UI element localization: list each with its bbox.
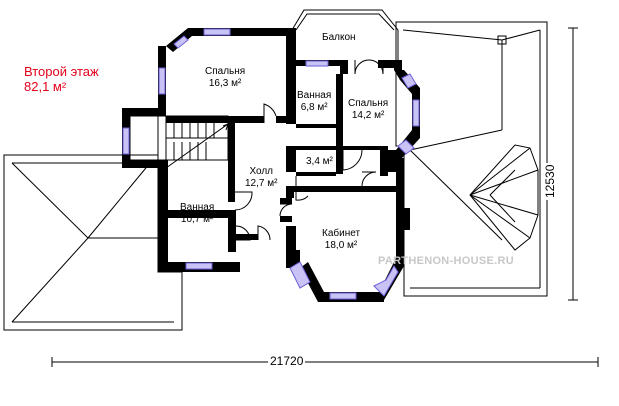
room-study-label: Кабинет 18,0 м² (322, 228, 360, 252)
room-closet-area: 3,4 м² (306, 156, 333, 167)
room-bedroom2-name: Спальня (348, 98, 389, 109)
left-roof (3, 154, 183, 331)
floor-title: Второй этаж (24, 64, 99, 79)
room-bedroom2-area: 14,2 м² (351, 110, 385, 121)
room-bath1-name: Ванная (297, 90, 332, 101)
room-bedroom1-area: 16,3 м² (208, 78, 242, 89)
right-roof (395, 21, 548, 297)
room-bath2-name: Ванная (180, 202, 215, 213)
room-hall-area: 12,7 м² (245, 178, 278, 189)
floor-title-block: Второй этаж 82,1 м² (24, 64, 99, 94)
room-balcony-label: Балкон (322, 32, 356, 43)
dimension-width: 21720 (268, 354, 306, 368)
room-bath2-label: Ванная 10,7 м² (180, 202, 214, 226)
room-bedroom1-label: Спальня 16,3 м² (205, 66, 245, 90)
room-hall-name: Холл (249, 166, 274, 177)
watermark: PARTHENON-HOUSE.RU (378, 255, 514, 267)
room-study-area: 18,0 м² (324, 240, 358, 251)
room-bedroom1-name: Спальня (205, 66, 246, 77)
windows (122, 28, 420, 300)
room-bedroom2-label: Спальня 14,2 м² (348, 98, 388, 122)
exterior-walls (122, 28, 420, 302)
room-bath2-area: 10,7 м² (180, 214, 214, 225)
interior-walls (166, 74, 396, 252)
doors (234, 59, 384, 241)
room-bath1-label: Ванная 6,8 м² (297, 90, 331, 114)
room-bath1-area: 6,8 м² (300, 102, 328, 113)
room-hall-label: Холл 12,7 м² (245, 166, 277, 190)
room-study-name: Кабинет (322, 228, 361, 239)
balcony-outline (291, 9, 399, 70)
floor-area: 82,1 м² (24, 79, 67, 94)
dimension-lines (51, 27, 599, 367)
staircase (129, 115, 229, 169)
dimension-depth: 12530 (543, 162, 557, 200)
